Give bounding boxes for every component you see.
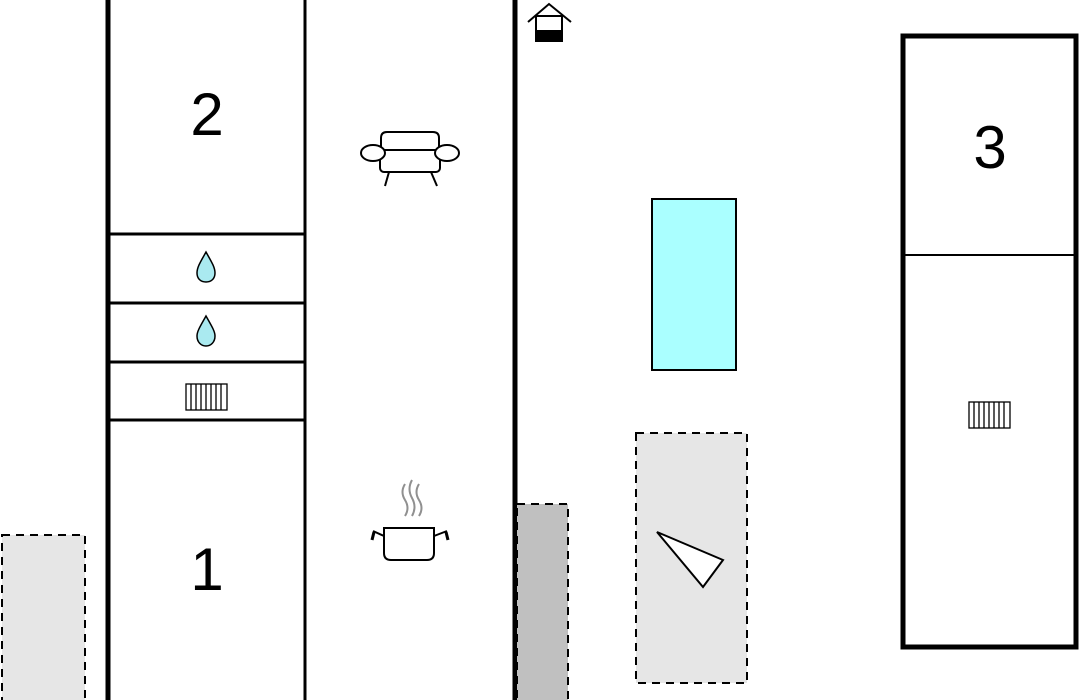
radiator-icon [968,401,1011,429]
pool [651,198,737,371]
triangle-icon [656,531,725,589]
building-right [900,33,1079,650]
room-3-label: 3 [973,114,1006,181]
covered-area [516,503,569,700]
radiator-icon [185,383,228,411]
water-drop-icon [196,250,216,283]
water-drop-icon [196,314,216,347]
room-2-label: 2 [190,81,223,148]
room-1-label: 1 [190,536,223,603]
terrace-left [1,534,86,700]
steam-icon [401,479,423,517]
house-icon [527,2,572,42]
cooking-pot-icon [370,527,450,561]
sofa-icon [360,131,460,187]
